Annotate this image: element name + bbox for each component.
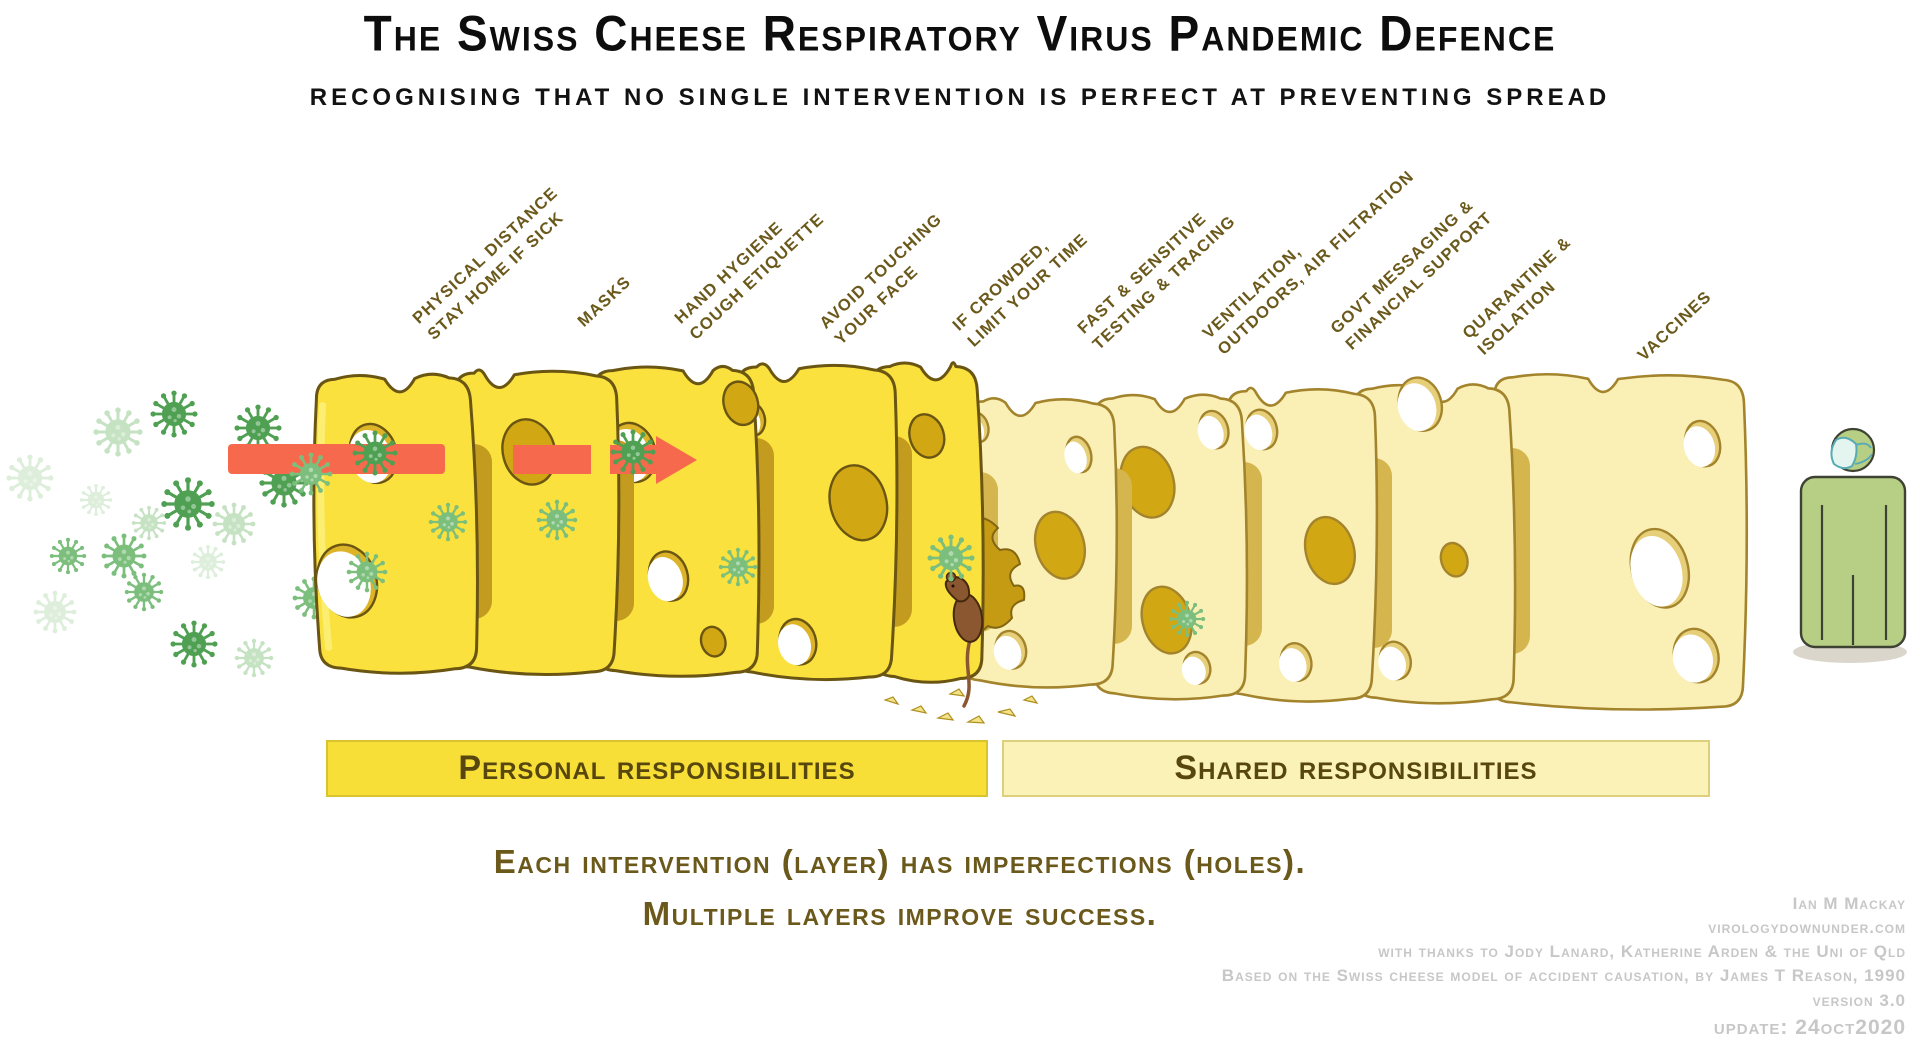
cheese-hole-through xyxy=(1197,409,1230,450)
cheese-hole-through xyxy=(1064,435,1093,474)
cheese-hole-through xyxy=(778,617,818,666)
credit-update: update: 24oct2020 xyxy=(1713,1015,1906,1039)
cheese-hole-blind xyxy=(699,625,727,658)
cheese-hole-blind xyxy=(828,464,889,542)
banner-shared-responsibilities: Shared responsibilities xyxy=(1002,740,1710,797)
cheese-hole-through xyxy=(647,550,690,602)
cheese-hole-blind xyxy=(1439,541,1469,578)
person xyxy=(1793,427,1907,663)
virus-icon xyxy=(211,501,257,547)
credit-basis: Based on the Swiss cheese model of accid… xyxy=(1221,966,1906,986)
virus-icon xyxy=(5,453,55,503)
cheese-hole-through xyxy=(1378,640,1413,681)
cheese-hole-blind xyxy=(908,413,946,459)
cheese-hole-through xyxy=(1683,419,1722,468)
credit-version: version 3.0 xyxy=(1812,990,1906,1010)
virus-icon xyxy=(32,589,78,635)
banner-personal-responsibilities: Personal responsibilities xyxy=(326,740,988,797)
cheese-hole-through xyxy=(993,629,1028,670)
virus-icon xyxy=(91,405,145,459)
cheese-hole-through xyxy=(1181,650,1212,686)
virus-icon xyxy=(123,571,165,613)
virus-icon xyxy=(233,637,275,679)
page-subtitle: recognising that no single intervention … xyxy=(309,84,1611,111)
virus-icon xyxy=(149,389,199,439)
credits: Ian M Mackay virologydownunder.com with … xyxy=(1222,892,1906,1042)
cheese-hole-through xyxy=(1629,527,1691,609)
credit-thanks: with thanks to Jody Lanard, Katherine Ar… xyxy=(1378,942,1906,962)
virus-cloud xyxy=(5,389,337,679)
cheese-hole-through xyxy=(1672,627,1720,684)
cheese-hole-through xyxy=(1279,642,1313,682)
cheese-hole-blind xyxy=(1033,510,1087,580)
virus-icon xyxy=(100,532,148,580)
cheese-hole-through xyxy=(1244,408,1279,451)
virus-icon xyxy=(189,543,227,581)
cheese-hole-blind xyxy=(722,380,760,427)
mouse xyxy=(944,571,984,708)
virus-icon xyxy=(48,536,88,576)
arrow-head xyxy=(656,436,697,484)
credit-author: Ian M Mackay xyxy=(1792,894,1906,913)
credit-site: virologydownunder.com xyxy=(1708,918,1906,938)
caption: Each intervention (layer) has imperfecti… xyxy=(240,836,1560,940)
cheese-hole-through xyxy=(1397,376,1444,432)
virus-icon xyxy=(78,482,114,518)
caption-line-1: Each intervention (layer) has imperfecti… xyxy=(493,843,1307,880)
virus-icon xyxy=(130,504,168,542)
caption-line-2: Multiple layers improve success. xyxy=(642,895,1158,933)
cheese-slice-vaccines xyxy=(1486,372,1749,711)
virus-icon xyxy=(169,619,219,669)
cheese-crumbs xyxy=(883,688,1039,724)
face-mask-icon xyxy=(1830,436,1873,470)
cheese-hole-blind xyxy=(1303,515,1356,586)
transmission-arrow xyxy=(228,436,697,484)
page-title: The Swiss Cheese Respiratory Virus Pande… xyxy=(363,4,1557,62)
virus-icon xyxy=(159,475,217,533)
